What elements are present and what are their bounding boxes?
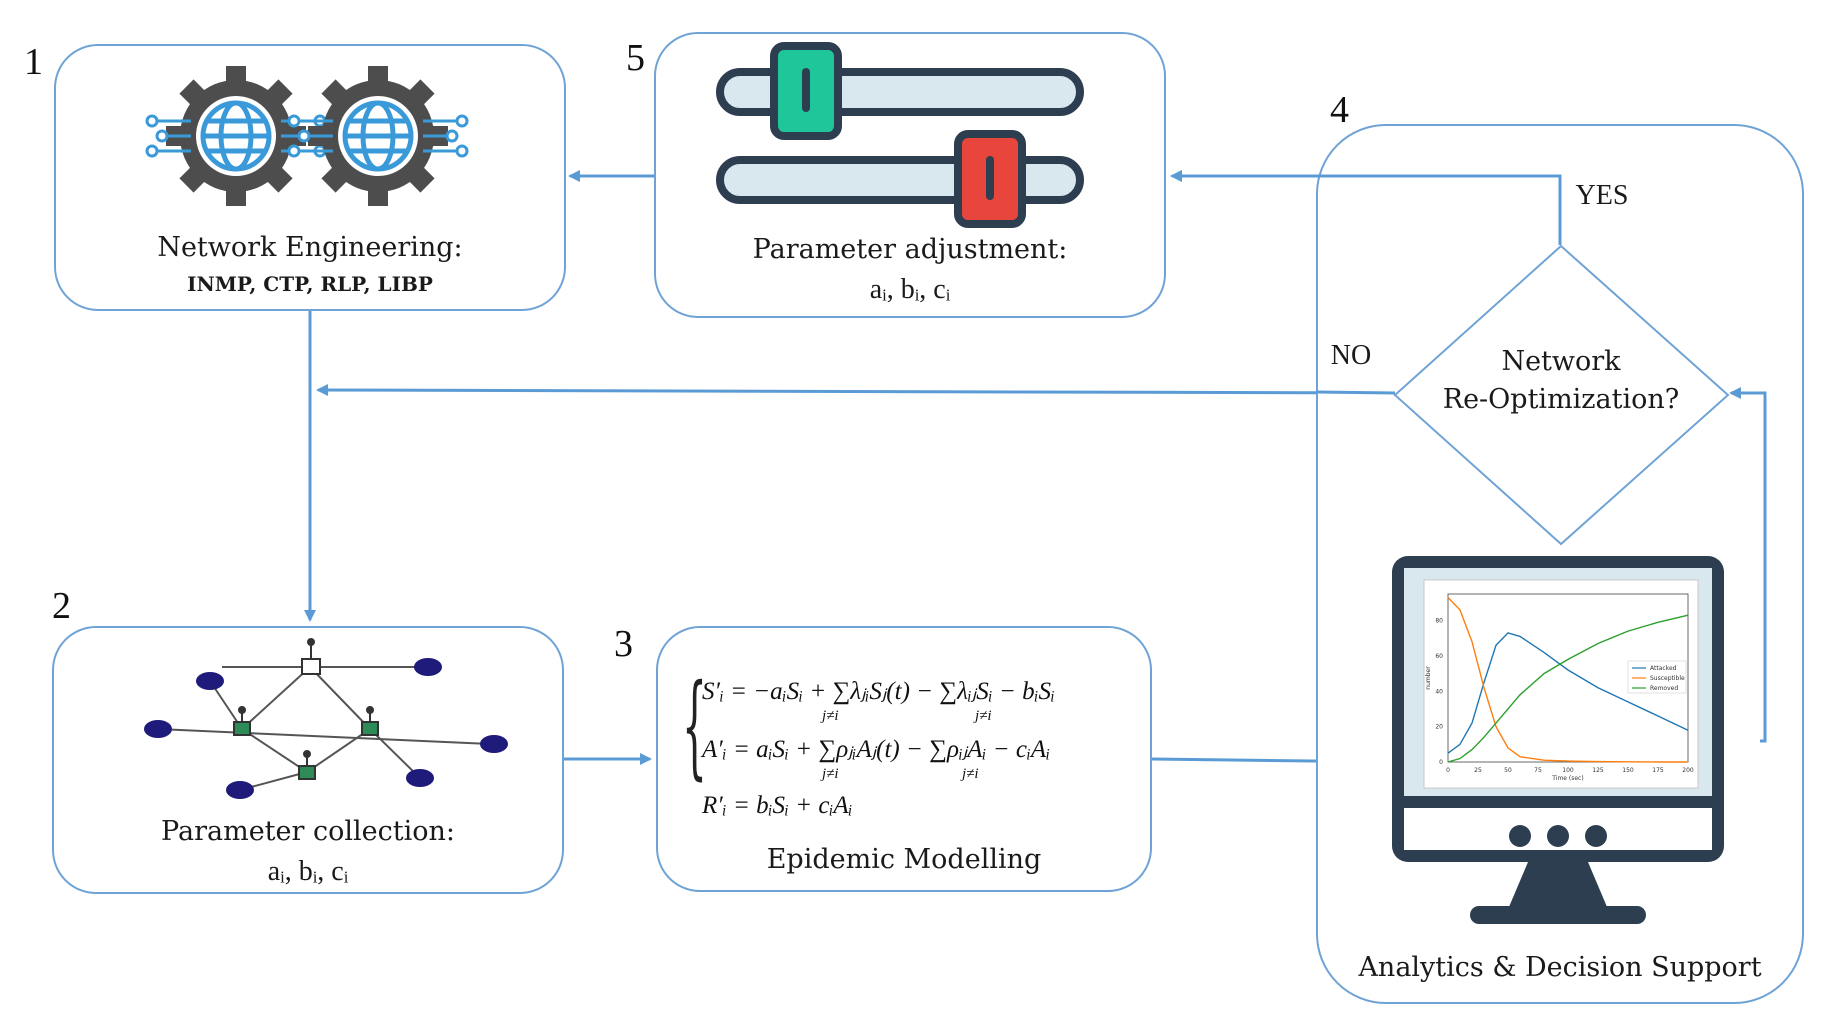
parameter-collection-title: Parameter collection: <box>161 816 455 847</box>
yes-label: YES <box>1575 180 1629 211</box>
equation-brace: { <box>682 661 707 791</box>
label-number-1: 1 <box>24 41 43 83</box>
equation-r: R′ᵢ = bᵢSᵢ + cᵢAᵢ <box>702 792 853 819</box>
label-number-2: 2 <box>52 585 71 627</box>
arrow-no <box>316 384 1396 397</box>
sum-subscript-2: j≠i <box>975 708 992 724</box>
epidemic-modelling-title: Epidemic Modelling <box>766 844 1042 875</box>
decision-line-2: Re-Optimization? <box>1442 384 1680 415</box>
network-engineering-title: Network Engineering: <box>157 232 463 263</box>
parameter-adjustment-params: aᵢ, bᵢ, cᵢ <box>869 274 951 305</box>
network-engineering-subtitle: INMP, CTP, RLP, LIBP <box>187 272 433 296</box>
sum-subscript-4: j≠i <box>962 766 979 782</box>
box-network-engineering <box>54 44 566 311</box>
box-analytics <box>1316 124 1804 1004</box>
equation-a: A′ᵢ = aᵢSᵢ + ∑ρⱼᵢAⱼ(t) − ∑ρᵢⱼAᵢ − cᵢAᵢ <box>702 736 1051 763</box>
sum-subscript-3: j≠i <box>822 766 839 782</box>
sum-subscript-1: j≠i <box>822 708 839 724</box>
no-label: NO <box>1330 340 1372 371</box>
decision-line-1: Network <box>1501 346 1621 377</box>
box-epidemic-modelling <box>656 626 1152 892</box>
parameter-adjustment-title: Parameter adjustment: <box>752 234 1068 265</box>
analytics-title: Analytics & Decision Support <box>1358 952 1762 983</box>
parameter-collection-params: aᵢ, bᵢ, cᵢ <box>267 856 349 887</box>
box-parameter-collection <box>52 626 564 894</box>
equation-s: S′ᵢ = −aᵢSᵢ + ∑λⱼᵢSⱼ(t) − ∑λᵢⱼSᵢ − bᵢSᵢ <box>702 678 1055 705</box>
label-number-5: 5 <box>626 37 645 79</box>
label-number-4: 4 <box>1330 89 1349 131</box>
label-number-3: 3 <box>614 623 633 665</box>
